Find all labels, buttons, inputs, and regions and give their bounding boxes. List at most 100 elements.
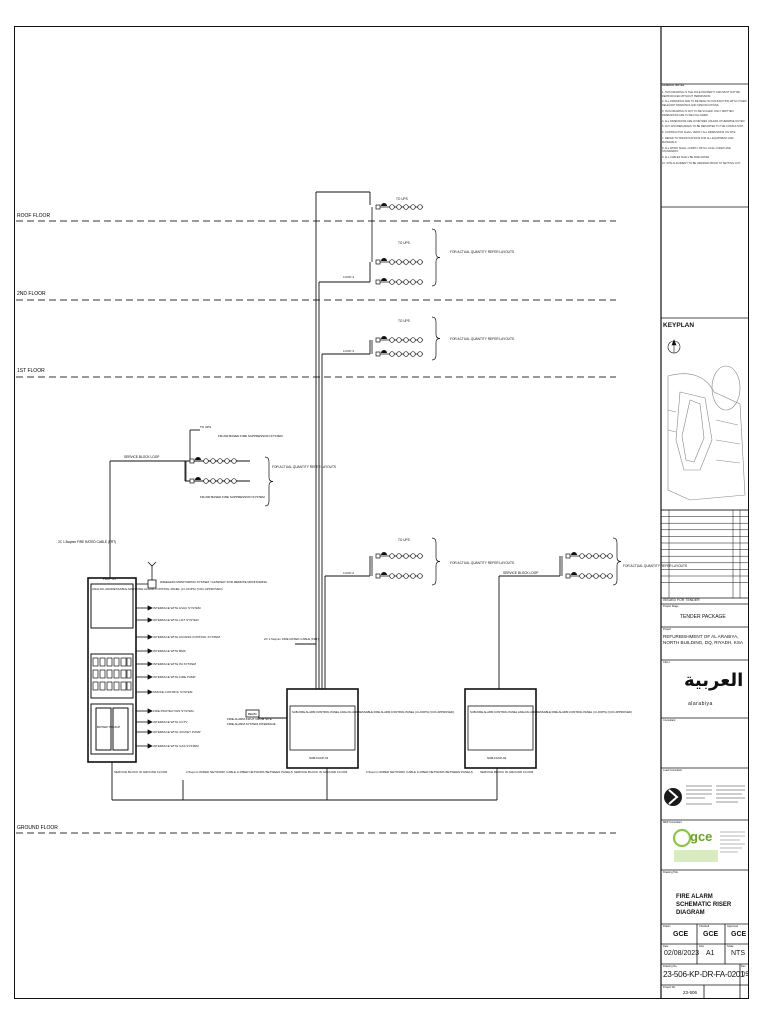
- smoke-detector: [593, 553, 599, 559]
- smoke-detector: [231, 478, 237, 484]
- sub-facp-1-label: SUB-FIRE ALARM CONTROL PANEL ANALOG ADDR…: [292, 710, 454, 714]
- smoke-detector: [593, 573, 599, 579]
- smoke-detector: [403, 204, 409, 210]
- keyplan-title: KEYPLAN: [663, 322, 695, 329]
- smoke-detector: [203, 478, 209, 484]
- consultant-label: Consultant: [663, 719, 676, 722]
- sounder-device: [195, 477, 201, 480]
- general-note-item: 6. CONTRACTOR SHALL VERIFY ALL DIMENSION…: [662, 131, 737, 135]
- to-ups-1: TO UPS: [200, 425, 211, 429]
- isolator-module: [189, 458, 195, 464]
- floor-label-roof: ROOF FLOOR: [17, 213, 50, 219]
- interface-cctv: INTERFACE WITH CCTV: [153, 720, 187, 724]
- gas-supp-2: FM-200 BASED FIRE SUPPRESSION SYSTEM: [200, 495, 265, 499]
- gce-logo: [672, 828, 745, 862]
- smoke-detector: [586, 573, 592, 579]
- smoke-detector: [389, 351, 395, 357]
- smoke-detector: [417, 351, 423, 357]
- network-link-1: 2.5sqmm WIRED NETWORK CABLE & FIBER NETW…: [186, 770, 293, 774]
- drawing-title-label: Drawing Title: [663, 871, 678, 874]
- project-label: Project: [663, 628, 672, 631]
- smoke-detector: [410, 351, 416, 357]
- general-notes: GENERAL NOTES 1. THIS DRAWING IS THE SOL…: [662, 84, 748, 206]
- smoke-detector: [396, 337, 402, 343]
- smoke-detector: [410, 279, 416, 285]
- sub-facp-1-tag: SUB-FACP-01: [309, 756, 329, 760]
- checked-label: Checked: [699, 925, 710, 928]
- interface-bms: INTERFACE WITH BMS: [153, 649, 186, 653]
- sounder-device: [381, 336, 387, 339]
- interface-gas: INTERFACE WITH GAS SYSTEM: [153, 744, 199, 748]
- to-ups-roof-2: TO UPS: [398, 241, 410, 245]
- smoke-detector: [389, 337, 395, 343]
- gf-loop-label: SERVICE BLOCK LOOP: [124, 455, 159, 459]
- gf-loop-wiring: [109, 429, 250, 578]
- isolator-module: [375, 337, 381, 343]
- smoke-detector: [389, 259, 395, 265]
- drawn-by-label: Drawn: [663, 925, 671, 928]
- smoke-detector: [403, 573, 409, 579]
- smoke-detector: [389, 204, 395, 210]
- client-logo-arabic: العربية: [684, 670, 744, 691]
- beam-label: BEAM: [248, 712, 257, 716]
- drawn-by: GCE: [673, 931, 689, 938]
- sounder-device: [195, 457, 201, 460]
- smoke-detector: [224, 478, 230, 484]
- smoke-detector: [410, 573, 416, 579]
- drawing-title: FIRE ALARM SCHEMATIC RISER DIAGRAM: [676, 894, 732, 916]
- cable-mid: 2C 1.5sqmm FIRE RATED CABLE (FRT): [264, 637, 319, 641]
- interface-access: INTERFACE WITH ACCESS CONTROL SYSTEM: [153, 635, 220, 639]
- gf-loop-label-2: SERVICE BLOCK LOOP: [503, 571, 538, 575]
- dwg-no-value: 23-506-KP-DR-FA-0201: [663, 970, 745, 979]
- smoke-detector: [417, 337, 423, 343]
- smoke-detector: [396, 279, 402, 285]
- dwg-no-label: Drawing No.: [663, 965, 678, 968]
- smoke-detector: [396, 204, 402, 210]
- smoke-detector: [217, 478, 223, 484]
- interface-fire-pump: INTERFACE WITH FIRE PUMP: [153, 675, 196, 679]
- smoke-detector: [607, 553, 613, 559]
- rev-value: 05: [742, 972, 749, 978]
- smoke-detector: [586, 553, 592, 559]
- drawing-sheet-border: [14, 26, 749, 999]
- loop-label-gf: LOOP-2: [343, 571, 354, 575]
- client-label: Client: [663, 661, 670, 664]
- smoke-detector: [217, 458, 223, 464]
- client-logo-latin: alarabiya: [688, 701, 713, 707]
- smoke-detector: [417, 573, 423, 579]
- fa-system-interface: FIRE ALARM SYSTEM INTERFACE: [227, 722, 276, 726]
- for-actual-qty-gf-sub1: FOR ACTUAL QUANTITY REFER LAYOUTS: [450, 561, 514, 565]
- beam-box: [245, 709, 260, 718]
- stage-value: TENDER PACKAGE: [680, 614, 726, 620]
- gateway: [136, 561, 157, 589]
- smoke-detector: [417, 259, 423, 265]
- cable-top-left: 2C 1.5sqmm FIRE RATED CABLE (FRT): [58, 540, 116, 544]
- smoke-detector: [396, 259, 402, 265]
- smoke-detector: [607, 573, 613, 579]
- smoke-detector: [389, 573, 395, 579]
- project-no-value: 23-506: [683, 990, 698, 995]
- general-note-item: 8. ALL WORK SHALL COMPLY WITH LOCAL CODE…: [662, 146, 731, 154]
- fire-alarm-input: FIRE ALARM INPUT FROM SITE: [227, 717, 272, 721]
- to-ups-roof: TO UPS: [396, 197, 408, 201]
- smoke-detector: [224, 458, 230, 464]
- for-actual-qty-roof: FOR ACTUAL QUANTITY REFER LAYOUTS: [450, 250, 514, 254]
- main-facp-label: ANALOG ADDRESSABLE MAIN FIRE ALARM CONTR…: [92, 587, 223, 591]
- smoke-detector: [396, 553, 402, 559]
- sounder-device: [571, 552, 577, 555]
- stage-label: Project Stage: [663, 605, 679, 608]
- loop-label-roof: LOOP-4: [343, 275, 354, 279]
- isolator-module: [375, 553, 381, 559]
- smoke-detector: [410, 259, 416, 265]
- smoke-detector: [417, 553, 423, 559]
- revision-table: [661, 509, 748, 598]
- network-links: [111, 762, 498, 801]
- smoke-detector: [579, 573, 585, 579]
- smoke-detector: [203, 458, 209, 464]
- gce-logo-text: gce: [690, 829, 713, 844]
- isolator-module: [375, 573, 381, 579]
- general-note-item: 3. THIS DRAWING IS NOT TO BE SCALED. ONL…: [662, 109, 734, 117]
- floor-label-1st: 1ST FLOOR: [17, 368, 45, 374]
- gas-supp-1: FM-200 BASED FIRE SUPPRESSION SYSTEM: [218, 434, 283, 438]
